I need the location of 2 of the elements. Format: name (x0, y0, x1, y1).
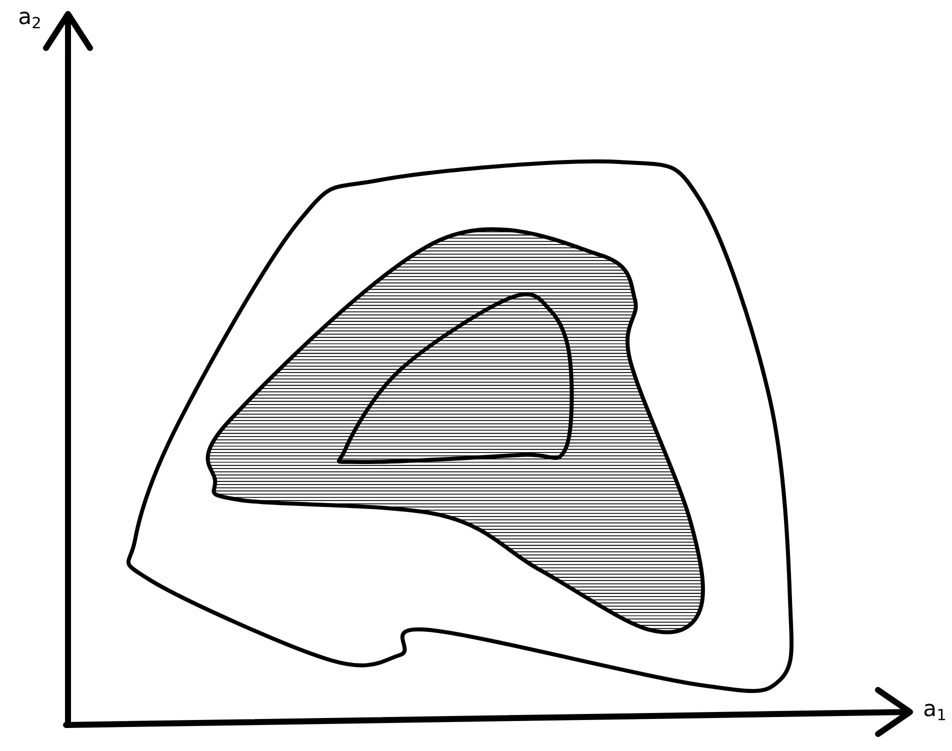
axis-label: a$_{2}$ (19, 12, 40, 28)
axis-label: a$_{1}$ (924, 704, 945, 720)
